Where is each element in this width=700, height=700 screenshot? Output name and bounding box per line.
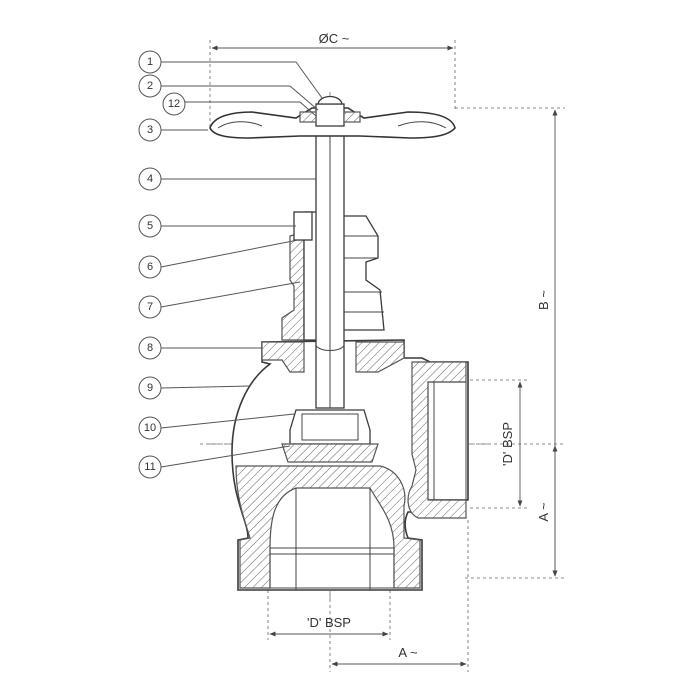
- dimension-c: ØC ~: [209, 31, 456, 128]
- svg-text:11: 11: [144, 461, 155, 473]
- balloon-11: 11: [138, 455, 162, 479]
- svg-text:4: 4: [147, 173, 153, 185]
- svg-text:5: 5: [147, 220, 153, 232]
- balloon-8: 8: [138, 336, 162, 360]
- leader-lines: [160, 61, 323, 468]
- svg-text:8: 8: [147, 342, 153, 354]
- dimension-d-bottom: 'D' BSP: [267, 590, 391, 640]
- svg-text:12: 12: [168, 98, 180, 110]
- svg-text:3: 3: [147, 124, 153, 136]
- svg-text:2: 2: [147, 80, 153, 92]
- balloon-7: 7: [138, 295, 162, 319]
- bottom-port-thread-label: 'D' BSP: [307, 615, 351, 630]
- dimension-d-side: 'D' BSP: [470, 379, 528, 509]
- disc: [281, 409, 379, 463]
- bottom-port-offset-label: A ~: [398, 645, 418, 660]
- svg-text:10: 10: [144, 422, 156, 434]
- svg-text:9: 9: [147, 382, 153, 394]
- svg-text:1: 1: [147, 56, 153, 68]
- balloon-2: 2: [138, 74, 162, 98]
- svg-text:6: 6: [147, 261, 153, 273]
- balloon-1: 1: [138, 50, 162, 74]
- svg-text:7: 7: [147, 301, 153, 313]
- valve-body: [231, 339, 469, 591]
- side-port-thread-label: 'D' BSP: [500, 422, 515, 466]
- balloon-9: 9: [138, 376, 162, 400]
- height-label: B ~: [536, 290, 551, 310]
- balloon-12: 12: [162, 92, 186, 116]
- handwheel-diameter-label: ØC ~: [319, 31, 350, 46]
- stem: [315, 117, 345, 409]
- balloon-10: 10: [138, 416, 162, 440]
- dimension-a-horizontal: A ~: [329, 520, 469, 672]
- balloon-3: 3: [138, 118, 162, 142]
- balloon-5: 5: [138, 214, 162, 238]
- balloon-6: 6: [138, 255, 162, 279]
- handwheel: [209, 95, 456, 139]
- balloon-4: 4: [138, 167, 162, 191]
- side-port-height-label: A ~: [536, 502, 551, 522]
